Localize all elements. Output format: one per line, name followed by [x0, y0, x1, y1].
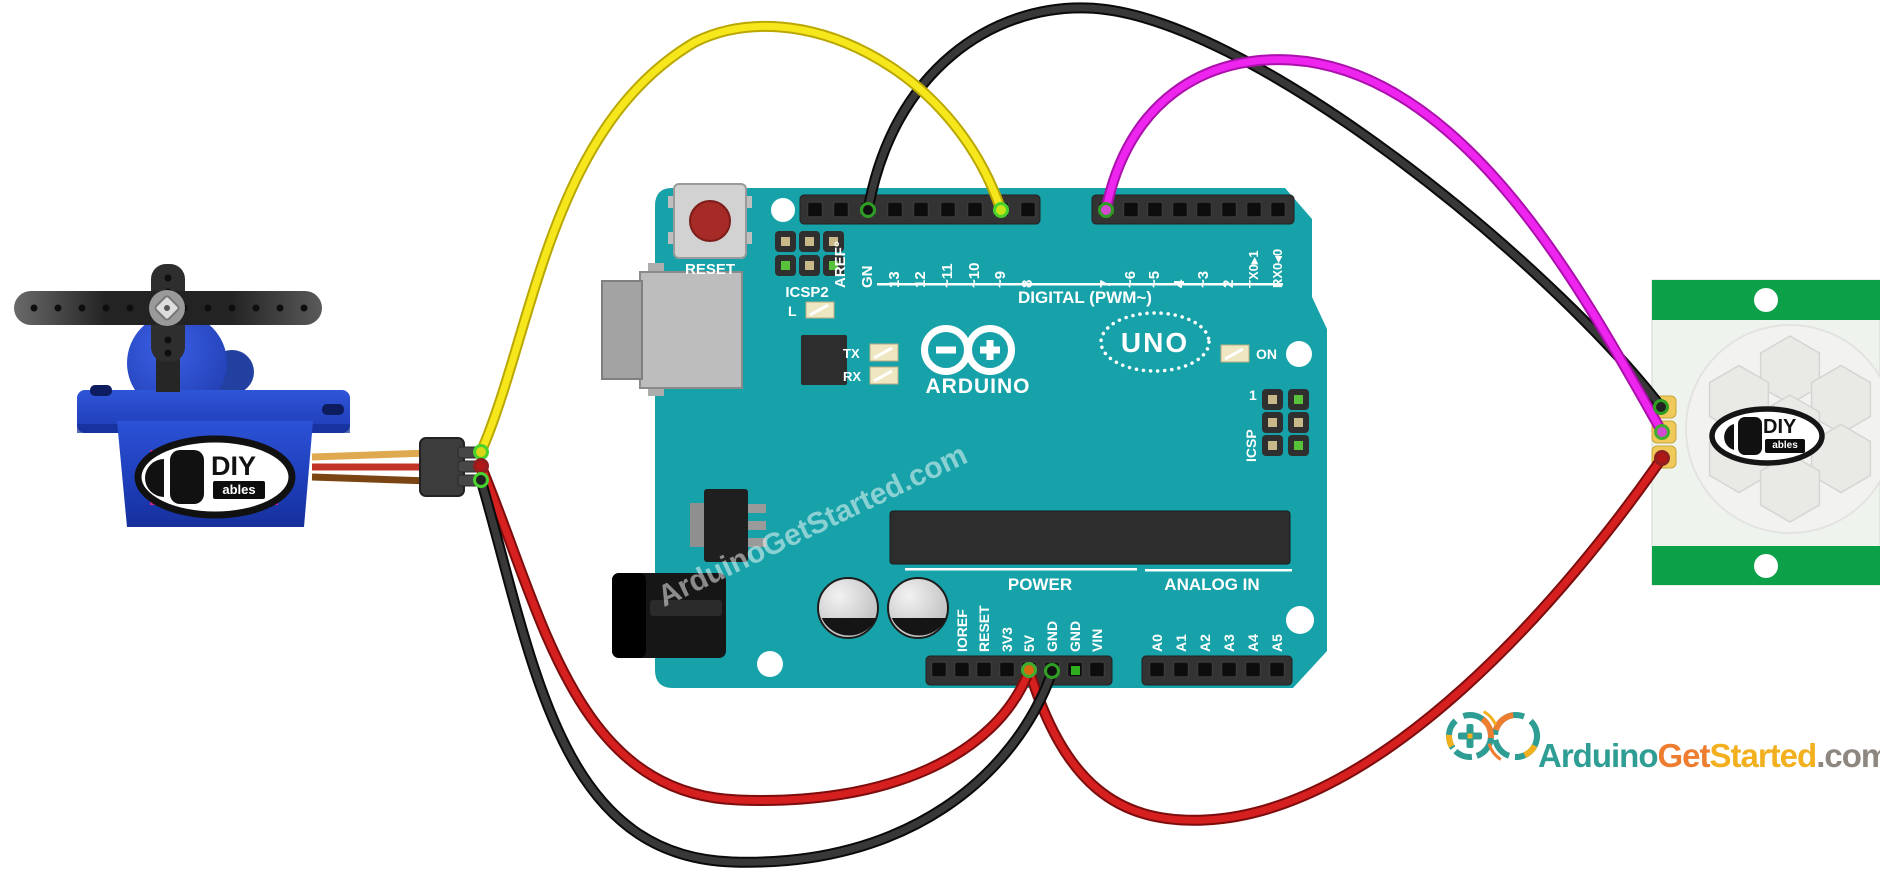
servo-logo-subtext: ables: [213, 481, 265, 499]
pin-label-a4: A4: [1245, 634, 1261, 652]
capacitors: [817, 577, 949, 639]
board-hole: [757, 651, 783, 677]
ags-logo-get: Get: [1657, 737, 1710, 774]
pin-label-9: ~9: [992, 270, 1009, 288]
pin-label-a5: A5: [1269, 634, 1285, 652]
pin-label-5: ~5: [1146, 270, 1163, 288]
pin-label-aref: AREF°: [832, 241, 849, 288]
pin-label-reset: RESET: [976, 605, 992, 652]
pin-label-3: ~3: [1195, 270, 1212, 288]
icsp2-label: ICSP2: [785, 284, 829, 301]
pin-label-a0: A0: [1149, 634, 1165, 652]
sensor-mount-hole: [1754, 288, 1778, 312]
pin-label-ioref: IOREF: [954, 609, 970, 652]
usb-connector: [639, 271, 743, 389]
board-hole: [1286, 606, 1314, 634]
pin-label-12: 12: [912, 271, 929, 288]
servo-connector: [419, 437, 465, 497]
board-hole: [771, 198, 795, 222]
led-l-label: L: [788, 303, 797, 319]
on-led-label: ON: [1256, 346, 1277, 362]
digital-header-b: [1091, 194, 1295, 225]
pin-label-13: 13: [886, 271, 903, 288]
diyables-icon: [1724, 424, 1734, 450]
icsp-pin1-label: 1: [1249, 387, 1257, 403]
sensor-mount-hole: [1754, 554, 1778, 578]
pin-label-gnd: GN: [859, 265, 876, 289]
pin-label: [931, 588, 947, 652]
ags-logo-icon: [1440, 706, 1546, 766]
pin-label-tx1: TX0▸1: [1246, 250, 1261, 288]
pin-label-3v3: 3V3: [999, 627, 1015, 652]
pin-label-a1: A1: [1173, 634, 1189, 652]
reset-button-cap: [689, 200, 731, 242]
sensor-logo-text: DIY: [1763, 416, 1797, 438]
pin-label: [807, 224, 823, 288]
diyables-icon: [145, 459, 164, 497]
servo-flange-slot: [90, 385, 112, 396]
uno-badge-oval: [1099, 311, 1211, 373]
pin-label-5v: 5V: [1021, 634, 1037, 652]
reset-label: RESET: [684, 261, 735, 278]
ags-logo-wordmark: ArduinoGetStarted.com: [1538, 737, 1880, 775]
usb-plug: [601, 280, 643, 380]
icsp-header: [1262, 389, 1309, 456]
pin-label-8: 8: [1019, 279, 1036, 288]
board-hole: [1286, 341, 1312, 367]
pin-label-rx0: RX0◂0: [1270, 248, 1285, 288]
arduino-infinity-icon: [921, 325, 1015, 375]
led-rx-label: RX: [843, 369, 862, 384]
arduino-uno-board: [601, 183, 1327, 688]
mcu-chip: [889, 510, 1291, 565]
icsp-label: ICSP: [1243, 429, 1259, 462]
pin-label-6: ~6: [1122, 270, 1139, 288]
wires: [475, 2, 1668, 868]
pin-label-2: 2: [1220, 279, 1237, 288]
usb-chip: [801, 335, 847, 385]
analog-section-label: ANALOG IN: [1164, 575, 1260, 594]
servo-lead-ground: [311, 473, 431, 485]
ags-logo-started: Started: [1709, 737, 1818, 774]
uno-model-label: UNO: [1120, 327, 1190, 358]
pin-label-a3: A3: [1221, 634, 1237, 652]
servo-lead-signal: [311, 449, 431, 461]
digital-section-label: DIGITAL (PWM~): [1018, 288, 1152, 307]
ags-logo-com: .com: [1816, 737, 1880, 774]
pin-label-11: ~11: [939, 263, 956, 288]
pin-label-10: ~10: [966, 262, 983, 288]
servo-motor: [14, 264, 485, 527]
pin-label-4: 4: [1171, 279, 1188, 288]
pin-label-gnd2: GND: [1067, 620, 1083, 652]
servo-flange-slot: [322, 404, 344, 415]
diyables-icon: [170, 450, 204, 504]
pin-label-gnd1: GND: [1044, 620, 1060, 652]
arduino-brand-label: ARDUINO: [925, 375, 1031, 398]
ags-logo-arduino: Arduino: [1538, 737, 1658, 774]
power-section-label: POWER: [1007, 575, 1073, 594]
icsp2-header: [775, 231, 844, 276]
pin-label-a2: A2: [1197, 634, 1213, 652]
sensor-logo-subtext: ables: [1765, 439, 1805, 453]
servo-logo-text: DIY: [211, 451, 257, 481]
pin-label-7: 7: [1097, 279, 1114, 288]
voltage-regulator: [704, 489, 748, 562]
led-tx-label: TX: [843, 346, 860, 361]
diyables-icon: [1738, 417, 1762, 455]
pin-label-vin: VIN: [1089, 628, 1105, 652]
connection-points: [473, 202, 1670, 679]
